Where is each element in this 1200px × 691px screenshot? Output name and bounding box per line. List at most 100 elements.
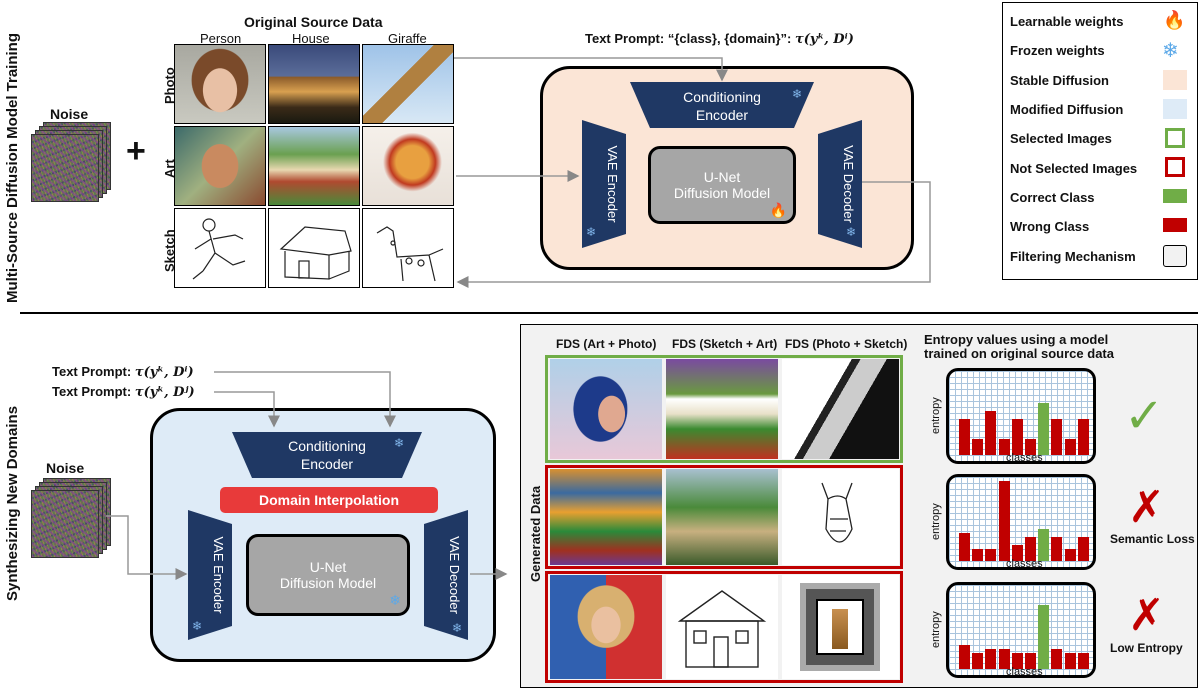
bottom-text-prompt-2-formula: τ(yᵏ, Dʲ) [134, 385, 195, 400]
source-data-title: Original Source Data [244, 14, 383, 30]
entropy-bar [1011, 545, 1023, 561]
legend-learnable: Learnable weights [1010, 14, 1124, 29]
entropy-title-line2: trained on original source data [924, 346, 1114, 361]
art-house-image [268, 126, 360, 206]
legend-swatch-filtering [1163, 245, 1187, 267]
entropy-ylabel: entropy [930, 397, 942, 434]
top-unet-box: U-Net Diffusion Model 🔥 [648, 146, 796, 224]
not-selected-row-2-frame [545, 465, 903, 569]
gen-image-3-2 [666, 575, 778, 679]
snowflake-icon: ❄ [792, 87, 802, 101]
bottom-unet-line2: Diffusion Model [279, 575, 377, 591]
gen-image-3-1 [550, 575, 662, 679]
bottom-text-prompt-1-label: Text Prompt: [52, 364, 132, 379]
entropy-bar [1064, 439, 1076, 455]
entropy-bar [959, 419, 970, 455]
noise-label-bottom: Noise [46, 460, 85, 476]
bottom-conditioning-encoder-line2: Encoder [301, 456, 353, 472]
top-unet-line1: U-Net [703, 169, 741, 185]
photo-house-image [268, 44, 360, 124]
gen-image-2-1 [550, 469, 662, 565]
entropy-bar [972, 439, 984, 455]
verdict-low-entropy: Low Entropy [1110, 641, 1183, 655]
sketch-giraffe-image [362, 208, 454, 288]
entropy-bar [972, 549, 984, 561]
top-conditioning-encoder-line2: Encoder [696, 107, 748, 123]
flame-icon: 🔥 [769, 202, 787, 218]
legend-selected-images: Selected Images [1010, 131, 1112, 146]
sketch-person-image [174, 208, 266, 288]
photo-person-image [174, 44, 266, 124]
fds-col-1: FDS (Art + Photo) [556, 337, 657, 351]
entropy-bar [1064, 549, 1076, 561]
entropy-bar [1038, 529, 1050, 561]
legend-stable-diffusion: Stable Diffusion [1010, 73, 1109, 88]
checkmark-icon: ✓ [1124, 390, 1165, 443]
column-label-giraffe: Giraffe [388, 31, 427, 46]
bottom-text-prompt-1: Text Prompt: τ(yᵏ, Dⁱ) [52, 364, 194, 380]
entropy-bar [985, 411, 997, 455]
photo-giraffe-image [362, 44, 454, 124]
verdict-semantic-loss: Semantic Loss [1110, 532, 1195, 546]
column-label-person: Person [200, 31, 242, 46]
section-divider [20, 312, 1198, 314]
generated-data-label: Generated Data [528, 485, 543, 582]
entropy-bar [998, 439, 1010, 455]
legend-correct-class: Correct Class [1010, 190, 1095, 205]
entropy-bar [1038, 605, 1050, 669]
selected-row-frame [545, 355, 903, 463]
entropy-bar [1038, 403, 1050, 455]
legend-filtering: Filtering Mechanism [1010, 249, 1136, 264]
bottom-text-prompt-2: Text Prompt: τ(yᵏ, Dʲ) [52, 384, 195, 400]
top-text-prompt-label: Text Prompt: “{class}, {domain}”: [585, 31, 792, 46]
bottom-vae-decoder: VAE Decoder ❄ [424, 510, 468, 640]
entropy-bar [1051, 419, 1063, 455]
entropy-bar [1077, 537, 1089, 561]
entropy-title: Entropy values using a model trained on … [924, 333, 1114, 361]
snowflake-icon: ❄ [452, 621, 462, 635]
bottom-arrows [106, 371, 508, 580]
top-unet-line2: Diffusion Model [673, 185, 771, 201]
entropy-bar [985, 549, 997, 561]
entropy-chart-2 [946, 474, 1096, 570]
top-vae-decoder: VAE Decoder ❄ [818, 120, 862, 248]
entropy-title-line1: Entropy values using a model [924, 332, 1109, 347]
entropy-bar [1011, 419, 1023, 455]
entropy-xlabel: classes [1006, 666, 1043, 678]
cross-icon: ✗ [1128, 483, 1165, 532]
entropy-ylabel: entropy [930, 611, 942, 648]
bottom-unet-box: U-Net Diffusion Model ❄ [246, 534, 410, 616]
fds-col-2: FDS (Sketch + Art) [672, 337, 778, 351]
top-vae-decoder-label: VAE Decoder [841, 145, 856, 223]
top-vae-encoder-label: VAE Encoder [605, 145, 620, 223]
legend-swatch-correct [1163, 189, 1187, 203]
entropy-bar [1077, 419, 1089, 455]
snowflake-icon: ❄ [192, 619, 202, 633]
art-person-image [174, 126, 266, 206]
not-selected-row-3-frame [545, 571, 903, 683]
gen-image-1-2 [666, 359, 778, 459]
entropy-xlabel: classes [1006, 452, 1043, 464]
top-vae-encoder: VAE Encoder ❄ [582, 120, 626, 248]
bottom-text-prompt-2-label: Text Prompt: [52, 384, 132, 399]
cross-icon: ✗ [1128, 591, 1165, 640]
entropy-xlabel: classes [1006, 558, 1043, 570]
entropy-bar [1025, 537, 1036, 561]
entropy-bar [1025, 653, 1036, 669]
entropy-bar [985, 649, 997, 669]
sketch-house-image [268, 208, 360, 288]
snowflake-icon: ❄ [846, 225, 856, 239]
fds-col-3: FDS (Photo + Sketch) [785, 337, 908, 351]
top-text-prompt-formula: τ(yᵏ, Dⁱ) [795, 32, 854, 47]
snowflake-icon: ❄ [389, 592, 401, 608]
entropy-bar [998, 649, 1010, 669]
entropy-bar [1077, 653, 1089, 669]
gen-image-2-3 [782, 469, 899, 565]
legend-modified-diffusion: Modified Diffusion [1010, 102, 1124, 117]
top-text-prompt: Text Prompt: “{class}, {domain}”: τ(yᵏ, … [585, 31, 854, 47]
entropy-bar [959, 645, 970, 669]
noise-label-top: Noise [50, 106, 89, 122]
bottom-vae-decoder-label: VAE Decoder [447, 536, 462, 614]
entropy-bar [1051, 649, 1063, 669]
bottom-unet-line1: U-Net [309, 559, 347, 575]
